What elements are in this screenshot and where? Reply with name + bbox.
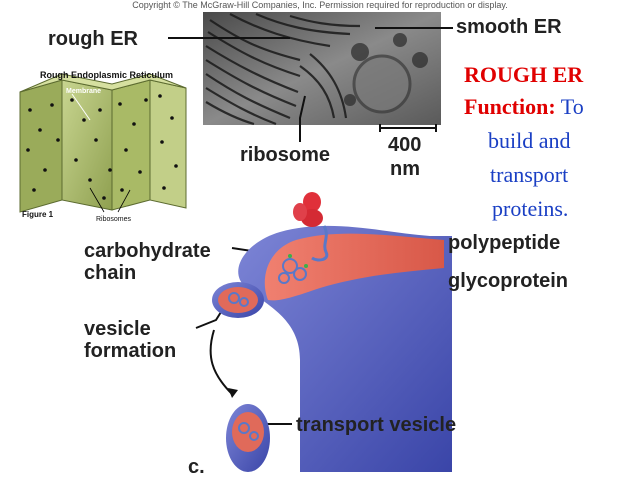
label-carbohydrate-line1: carbohydrate <box>84 240 211 262</box>
function-line4: proteins. <box>492 196 569 221</box>
scale-bar <box>379 124 437 132</box>
inset-membrane-label: Membrane <box>66 88 102 95</box>
function-title: ROUGH ER <box>464 62 584 87</box>
micrograph <box>203 12 441 126</box>
inset-title: Rough Endoplasmic Reticulum <box>40 70 174 80</box>
label-transport-vesicle: transport vesicle <box>296 414 457 436</box>
function-line2: build and <box>488 128 571 153</box>
inset-illustration <box>19 73 187 213</box>
label-panel-c: c. <box>188 456 205 478</box>
copyright-notice: Copyright © The McGraw-Hill Companies, I… <box>132 0 508 10</box>
er-cross-section <box>238 192 452 472</box>
function-line3: transport <box>490 162 569 187</box>
label-ribosome: ribosome <box>240 144 331 166</box>
label-scale-value: 400 <box>388 134 422 156</box>
movement-arrow <box>209 329 233 395</box>
transport-vesicle <box>226 404 270 472</box>
label-carbohydrate-line2: chain <box>84 262 137 284</box>
arrowhead <box>228 388 238 398</box>
label-smooth-er: smooth ER <box>456 16 562 38</box>
label-vesicle-line2: formation <box>84 340 177 362</box>
label-rough-er: rough ER <box>48 28 138 50</box>
function-line1: Function: To <box>464 94 584 120</box>
function-label: Function: <box>464 94 556 119</box>
inset-ribosomes-label: Ribosomes <box>96 216 132 223</box>
inset-figure-label: Figure 1 <box>22 210 54 219</box>
function-line1-rest: To <box>560 94 584 119</box>
vesicle-forming <box>212 282 264 318</box>
label-vesicle-line1: vesicle <box>84 318 151 340</box>
label-scale-unit: nm <box>390 158 420 180</box>
label-glycoprotein: glycoprotein <box>448 270 569 292</box>
label-polypeptide: polypeptide <box>448 232 561 254</box>
